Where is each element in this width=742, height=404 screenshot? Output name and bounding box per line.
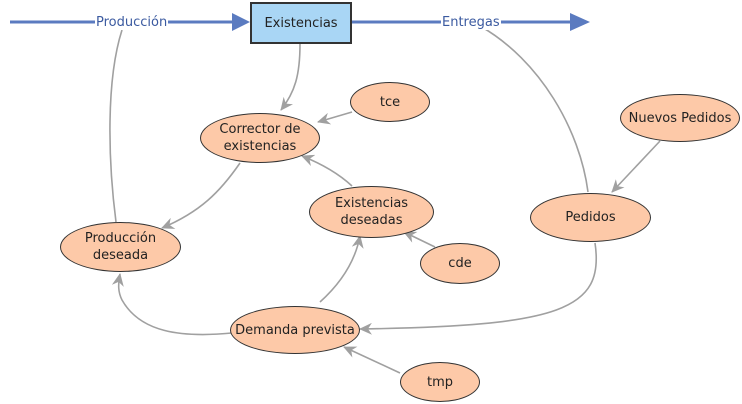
flow-label-produccion: Producción [95,15,169,30]
variable-pedidos-label: Pedidos [565,210,616,225]
variable-produccion-deseada[interactable]: Producción deseada [60,222,181,272]
link-existencias-deseadas-to-corrector [301,154,353,187]
link-produccion-deseada-to-produccion [109,29,123,223]
outflow-arrowhead [570,13,590,31]
variable-pedidos[interactable]: Pedidos [530,193,651,242]
variable-demanda-prevista-label: Demanda prevista [235,322,355,338]
variable-tmp-label: tmp [426,374,453,390]
link-entregas-to-pedidos [479,25,589,193]
variable-demanda-prevista[interactable]: Demanda prevista [230,306,360,354]
variable-nuevos-pedidos-label: Nuevos Pedidos [628,110,732,126]
link-cde-to-existencias-deseadas [403,231,436,248]
link-tce-to-corrector [317,111,353,125]
variable-nuevos-pedidos[interactable]: Nuevos Pedidos [620,94,740,142]
variable-corrector-de-existencias[interactable]: Corrector de existencias [200,113,320,163]
variable-existencias-deseadas[interactable]: Existencias deseadas [309,186,434,238]
variable-cde[interactable]: cde [420,243,500,284]
link-demanda-to-produccion-deseada [111,273,233,336]
link-pedidos-to-demanda [359,242,597,335]
link-nuevos-pedidos-to-pedidos [611,140,661,193]
variable-corrector-label: Corrector de existencias [219,122,301,154]
variable-produccion-deseada-label: Producción deseada [84,231,157,263]
flow-label-entregas: Entregas [441,15,501,30]
inflow-arrowhead [232,13,250,31]
stock-existencias[interactable]: Existencias [250,2,352,44]
stock-existencias-label: Existencias [264,15,338,31]
variable-tce[interactable]: tce [350,82,430,122]
link-demanda-to-existencias-deseadas [319,235,364,303]
link-tmp-to-demanda [343,346,401,374]
variable-tce-label: tce [379,94,401,110]
link-existencias-to-corrector [280,43,301,111]
variable-cde-label: cde [448,256,472,271]
link-corrector-to-produccion-deseada [161,162,241,229]
variable-existencias-deseadas-label: Existencias deseadas [334,196,409,228]
variable-tmp[interactable]: tmp [400,362,480,402]
